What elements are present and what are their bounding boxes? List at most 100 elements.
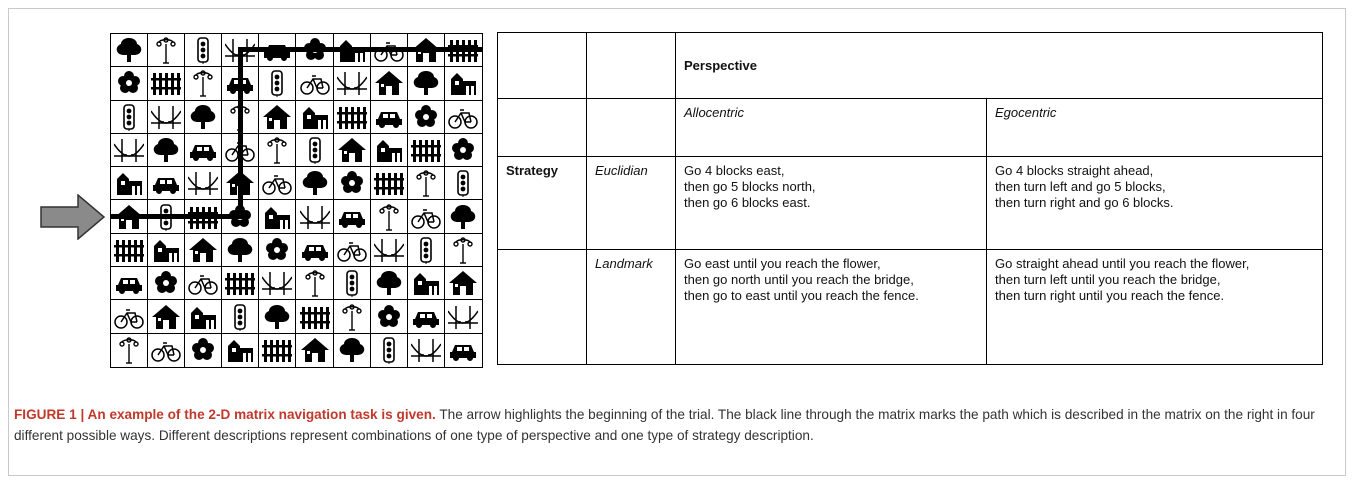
matrix-cell bbox=[296, 34, 334, 68]
flower-icon bbox=[340, 171, 363, 194]
matrix-cell bbox=[296, 100, 334, 134]
matrix-cell bbox=[185, 133, 223, 168]
figure-frame bbox=[8, 8, 1346, 476]
matrix-cell bbox=[222, 300, 260, 334]
matrix-cell bbox=[259, 267, 297, 301]
bicycle-icon bbox=[114, 308, 144, 329]
flower-icon bbox=[377, 304, 400, 327]
bicycle-icon bbox=[225, 142, 256, 162]
matrix-cell bbox=[407, 34, 445, 68]
bridge-icon bbox=[373, 238, 404, 262]
matrix-cell bbox=[333, 300, 371, 334]
matrix-cell bbox=[407, 233, 445, 268]
matrix-cell bbox=[222, 333, 260, 367]
matrix-cell bbox=[407, 267, 445, 301]
traffic-light-icon bbox=[420, 237, 432, 264]
matrix-cell bbox=[296, 200, 334, 234]
flower-icon bbox=[229, 204, 252, 227]
matrix-cell bbox=[185, 233, 223, 268]
barn-icon bbox=[228, 340, 254, 363]
matrix-cell bbox=[408, 333, 445, 367]
matrix-cell bbox=[296, 167, 334, 201]
bridge-icon bbox=[448, 305, 479, 329]
matrix-cell bbox=[148, 233, 186, 268]
matrix-cell bbox=[148, 300, 186, 334]
barn-icon bbox=[413, 273, 439, 296]
bridge-icon bbox=[262, 272, 293, 296]
matrix-cell bbox=[334, 333, 371, 367]
tree-icon bbox=[265, 304, 290, 329]
matrix-cell bbox=[444, 267, 482, 301]
matrix-cell bbox=[407, 300, 445, 334]
matrix-cell bbox=[259, 300, 297, 334]
matrix-cell bbox=[296, 133, 334, 168]
matrix-cell bbox=[407, 67, 445, 101]
barn-icon bbox=[302, 106, 328, 129]
house-icon bbox=[337, 138, 366, 163]
matrix-cell bbox=[259, 34, 297, 68]
matrix-cell bbox=[111, 300, 149, 334]
euclidian-label: Euclidian bbox=[586, 156, 676, 250]
matrix-cell bbox=[296, 333, 334, 367]
traffic-light-icon bbox=[457, 170, 470, 198]
barn-icon bbox=[376, 140, 402, 163]
matrix-cell bbox=[333, 34, 371, 68]
matrix-cell bbox=[185, 200, 223, 234]
car-icon bbox=[190, 145, 217, 162]
matrix-cell bbox=[370, 167, 408, 201]
egocentric-header: Egocentric bbox=[986, 98, 1323, 157]
matrix-cell bbox=[407, 200, 445, 234]
matrix-cell bbox=[148, 200, 186, 234]
euclidian-allocentric-text: Go 4 blocks east, then go 5 blocks north… bbox=[675, 156, 987, 250]
fence-icon bbox=[448, 40, 479, 63]
bicycle-icon bbox=[262, 175, 293, 196]
bridge-icon bbox=[225, 39, 256, 63]
landmark-label: Landmark bbox=[586, 249, 676, 365]
matrix-cell bbox=[111, 233, 149, 268]
matrix-cell bbox=[407, 133, 445, 168]
flower-icon bbox=[192, 338, 215, 361]
flower-icon bbox=[118, 71, 141, 94]
matrix-cell bbox=[148, 34, 186, 68]
tree-icon bbox=[302, 171, 327, 196]
traffic-light-icon bbox=[308, 137, 321, 165]
tree-icon bbox=[153, 138, 179, 163]
fence-icon bbox=[410, 140, 441, 163]
traffic-light-icon bbox=[160, 203, 172, 231]
matrix-cell bbox=[185, 100, 223, 134]
fence-icon bbox=[151, 73, 182, 96]
barn-icon bbox=[154, 239, 180, 262]
matrix-cell bbox=[296, 267, 334, 301]
bicycle-icon bbox=[299, 75, 330, 96]
allocentric-header: Allocentric bbox=[675, 98, 987, 157]
matrix-cell bbox=[222, 233, 260, 268]
matrix-cell bbox=[444, 200, 482, 234]
fence-icon bbox=[336, 106, 367, 129]
landmark-egocentric-text: Go straight ahead until you reach the fl… bbox=[986, 249, 1323, 365]
matrix-cell bbox=[296, 67, 334, 101]
description-table: Perspective Allocentric Egocentric Strat… bbox=[497, 32, 1323, 365]
matrix-cell bbox=[259, 100, 297, 134]
matrix-cell bbox=[222, 67, 260, 101]
caption-text: The arrow highlights the beginning of th… bbox=[14, 407, 1315, 443]
matrix-cell bbox=[444, 101, 482, 134]
bridge-icon bbox=[410, 339, 441, 363]
matrix-cell bbox=[407, 100, 445, 134]
matrix-cell bbox=[185, 67, 223, 101]
matrix-cell bbox=[259, 333, 297, 367]
matrix-cell bbox=[333, 100, 371, 134]
matrix-cell bbox=[407, 167, 445, 201]
car-icon bbox=[412, 311, 439, 328]
strategy-label: Strategy bbox=[497, 156, 587, 250]
barn-icon bbox=[117, 173, 143, 196]
house-icon bbox=[449, 271, 478, 296]
matrix-cell bbox=[222, 200, 260, 234]
matrix-cell bbox=[148, 67, 186, 101]
matrix-cell bbox=[370, 300, 408, 334]
matrix-cell bbox=[370, 133, 408, 168]
matrix-cell bbox=[111, 100, 149, 134]
matrix-cell bbox=[222, 267, 260, 301]
matrix-cell bbox=[259, 67, 297, 101]
matrix-cell bbox=[444, 67, 482, 101]
car-icon bbox=[450, 345, 477, 362]
